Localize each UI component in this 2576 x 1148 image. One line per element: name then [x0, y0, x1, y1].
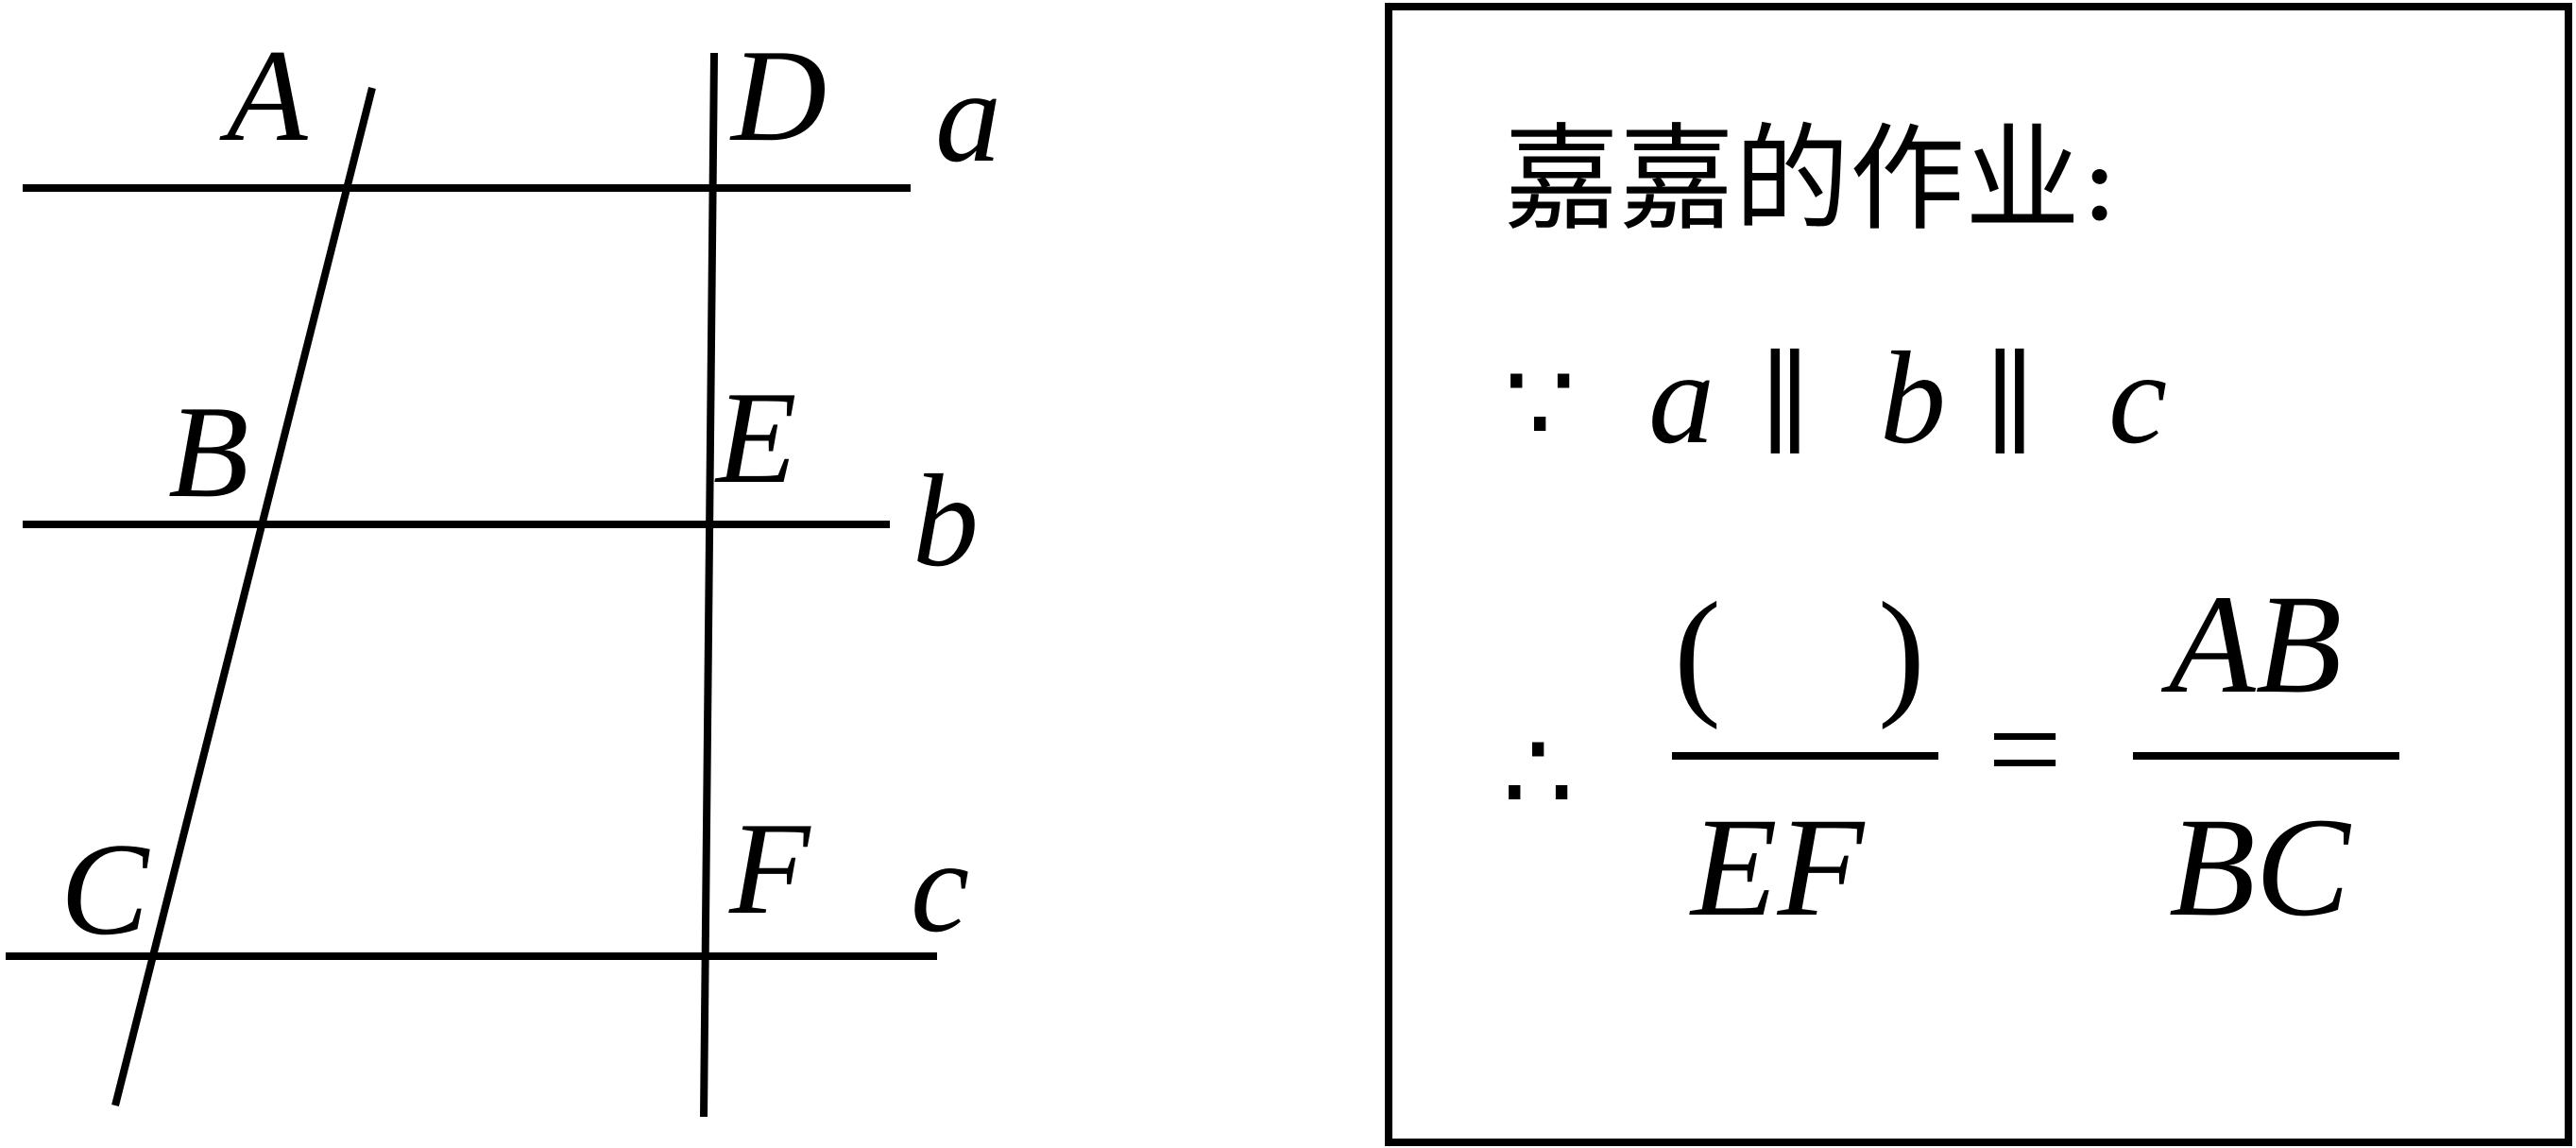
- conclusion-statement: ∴ ( ) EF = AB BC: [1502, 566, 2399, 946]
- right-numerator: AB: [2160, 566, 2342, 723]
- blank-close-paren: ): [1878, 574, 1925, 730]
- given-statement: ∵ a ∥ b ∥ c: [1504, 325, 2167, 471]
- blank-open-paren: (: [1674, 574, 1721, 730]
- transversal-abc: [111, 87, 376, 1106]
- transversal-def: [700, 52, 718, 1118]
- given-c: c: [2108, 325, 2167, 471]
- point-label-d: D: [729, 23, 827, 169]
- point-label-e: E: [714, 365, 797, 511]
- parallel-symbol-1: ∥: [1759, 341, 1811, 467]
- right-denominator: BC: [2169, 789, 2352, 946]
- homework-title: 嘉嘉的作业:: [1504, 112, 2119, 247]
- homework-box: [1385, 3, 2572, 1146]
- line-label-b: b: [913, 448, 979, 594]
- point-label-f: F: [728, 796, 811, 942]
- equals-sign: =: [1987, 677, 2062, 823]
- therefore-symbol: ∴: [1502, 710, 1574, 835]
- given-b: b: [1880, 325, 1946, 471]
- parallel-symbol-2: ∥: [1984, 341, 2036, 467]
- point-label-b: B: [168, 379, 249, 525]
- line-label-c: c: [911, 814, 969, 960]
- point-label-c: C: [60, 816, 150, 963]
- left-denominator: EF: [1689, 789, 1866, 946]
- line-label-a: a: [935, 43, 1001, 190]
- given-a: a: [1648, 325, 1714, 471]
- because-symbol: ∵: [1504, 341, 1576, 467]
- point-label-a: A: [219, 23, 308, 169]
